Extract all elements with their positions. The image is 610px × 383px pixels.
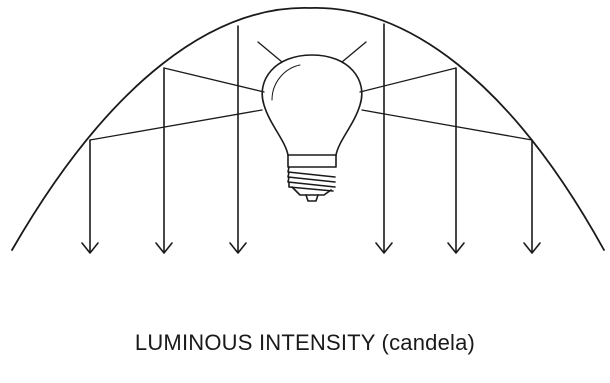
intensity-curve [12, 8, 604, 250]
arrow-down-icon [376, 24, 392, 253]
downward-arrows [82, 24, 540, 253]
arrow-down-icon [230, 26, 246, 253]
arrow-down-icon [448, 68, 464, 253]
diagram-caption: LUMINOUS INTENSITY (candela) [0, 330, 610, 356]
arrow-down-icon [156, 68, 172, 253]
arrow-down-icon [524, 140, 540, 253]
light-bulb-icon [262, 55, 362, 201]
intensity-vectors [90, 68, 532, 140]
bulb-base [288, 155, 336, 201]
luminous-intensity-diagram [0, 0, 610, 300]
arrow-down-icon [82, 140, 98, 253]
bulb-rays [258, 42, 366, 62]
